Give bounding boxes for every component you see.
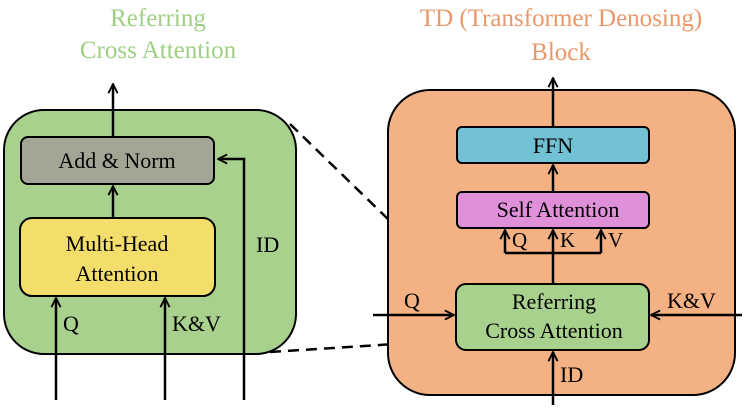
right-kv-label: K&V bbox=[667, 288, 716, 313]
self-attention-box bbox=[456, 191, 650, 229]
left-id-label: ID bbox=[256, 232, 279, 257]
zoom-line-top bbox=[289, 123, 459, 288]
left-title-line1: Referring bbox=[110, 5, 206, 32]
left-q-label: Q bbox=[63, 311, 79, 336]
mha-label-line1: Multi-Head bbox=[66, 231, 169, 256]
rca-label-line2: Cross Attention bbox=[485, 318, 623, 343]
zoom-line-bottom bbox=[269, 338, 459, 354]
sa-q-label: Q bbox=[512, 228, 527, 252]
right-id-label: ID bbox=[560, 362, 583, 387]
left-title-line2: Cross Attention bbox=[80, 37, 237, 64]
self-attention-label: Self Attention bbox=[497, 197, 620, 222]
ffn-box bbox=[456, 126, 650, 164]
rca-label-line1: Referring bbox=[512, 289, 596, 314]
ffn-label: FFN bbox=[533, 133, 573, 158]
right-title-line2: Block bbox=[531, 39, 591, 66]
referring-cross-attention-box bbox=[455, 283, 650, 351]
add-norm-box bbox=[20, 136, 215, 185]
multi-head-attention-box bbox=[19, 217, 216, 297]
right-title-line1: TD (Transformer Denosing) bbox=[420, 5, 702, 32]
mha-label-line2: Attention bbox=[75, 261, 158, 286]
sa-k-label: K bbox=[560, 228, 575, 252]
right-q-label: Q bbox=[404, 288, 420, 313]
left-kv-label: K&V bbox=[172, 311, 221, 336]
sa-v-label: V bbox=[608, 228, 623, 252]
add-norm-label: Add & Norm bbox=[58, 148, 175, 173]
left-id-arrow bbox=[218, 159, 246, 400]
